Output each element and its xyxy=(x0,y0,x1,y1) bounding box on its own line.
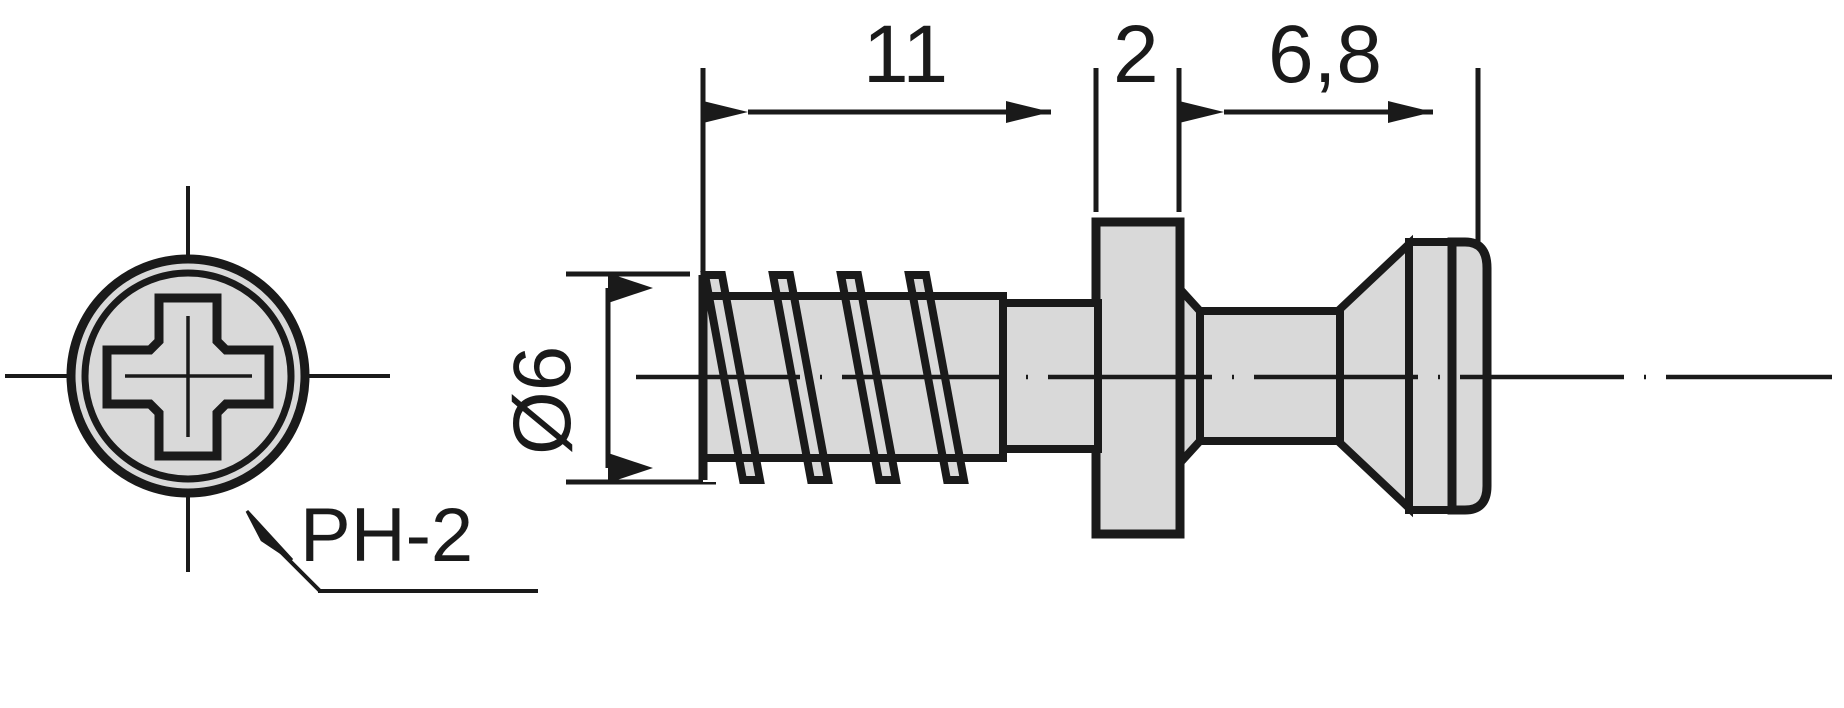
dimension-label-flange-thickness: 2 xyxy=(1113,9,1159,100)
dimension-label-thread-diameter: Ø6 xyxy=(497,346,588,455)
dimension-label-thread-length: 11 xyxy=(863,9,948,100)
ph2-leader-line-diagonal xyxy=(272,543,322,593)
dimension-label-head-length: 6,8 xyxy=(1268,9,1382,100)
side-section-view: 11 2 6,8 Ø6 xyxy=(497,9,1832,539)
front-view-head: PH-2 xyxy=(5,186,538,593)
thread-tooth-2 xyxy=(768,271,833,484)
ph2-callout-label: PH-2 xyxy=(300,493,473,578)
